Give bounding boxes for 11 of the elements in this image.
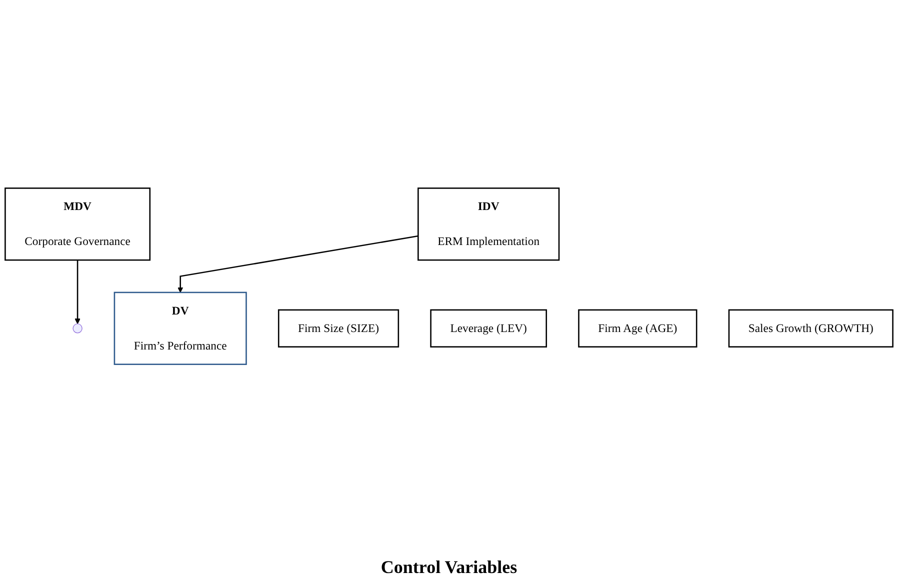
arrow [178,236,418,293]
node-box [114,292,247,366]
diagram-drawing: MDV Corporate Governance IDV ERM Implementation DV Firm’s Performance Firm Size (SIZE) Leverage (LEV) Firm Age (AGE) Sales Growth (GROWTH) [0,183,898,370]
arrow [74,260,80,324]
node-box [578,310,698,348]
node-box [728,310,894,348]
node-box [418,188,560,261]
node-box [430,310,547,348]
node-box [4,188,151,261]
node-box [278,310,400,348]
section-heading: Control Variables [380,557,518,578]
